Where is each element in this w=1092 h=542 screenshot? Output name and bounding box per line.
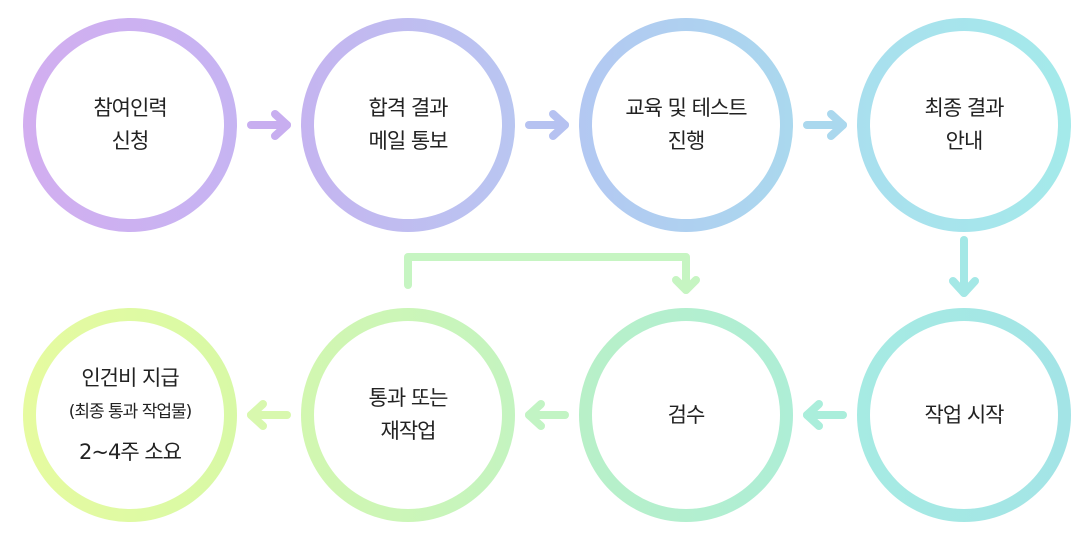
step-final-result: 최종 결과 안내 <box>857 18 1071 232</box>
step-text: 신청 <box>111 129 150 153</box>
step-text: 참여인력 <box>93 96 167 120</box>
step-note: 2~4주 소요 <box>79 439 182 464</box>
arrow-pass-mail-to-edu-test-head <box>549 110 569 140</box>
arrow-review-to-pass-or-rework-head <box>525 400 545 430</box>
arrow-work-start-to-review-head <box>803 400 823 430</box>
step-text: 작업 시작 <box>924 402 1005 427</box>
arrow-final-result-to-work-start-head <box>949 277 979 297</box>
step-payment: 인건비 지급 (최종 통과 작업물) 2~4주 소요 <box>23 308 237 522</box>
step-text: 교육 및 테스트 <box>625 96 747 120</box>
step-subtext: (최종 통과 작업물) <box>68 401 193 422</box>
step-edu-test: 교육 및 테스트 진행 <box>579 18 793 232</box>
step-text: 진행 <box>667 129 706 153</box>
step-text: 최종 결과 <box>924 96 1005 120</box>
step-text: 재작업 <box>380 419 437 443</box>
step-review: 검수 <box>579 308 793 522</box>
step-pass-mail: 합격 결과 메일 통보 <box>301 18 515 232</box>
step-text: 합격 결과 <box>368 96 449 120</box>
arrow-pass-or-rework-to-review-loop <box>404 253 690 294</box>
arrow-apply-to-pass-mail-head <box>271 110 291 140</box>
arrow-edu-test-to-final-result-head <box>827 110 847 140</box>
step-apply: 참여인력 신청 <box>23 18 237 232</box>
step-text: 통과 또는 <box>368 386 449 410</box>
arrow-pass-or-rework-to-payment-head <box>247 400 267 430</box>
step-work-start: 작업 시작 <box>857 308 1071 522</box>
step-pass-or-rework: 통과 또는 재작업 <box>301 308 515 522</box>
arrow-pass-or-rework-to-review-head <box>672 276 700 294</box>
step-text: 인건비 지급 <box>81 365 179 390</box>
step-text: 검수 <box>667 402 706 427</box>
step-text: 안내 <box>945 129 984 153</box>
step-text: 메일 통보 <box>368 129 449 153</box>
